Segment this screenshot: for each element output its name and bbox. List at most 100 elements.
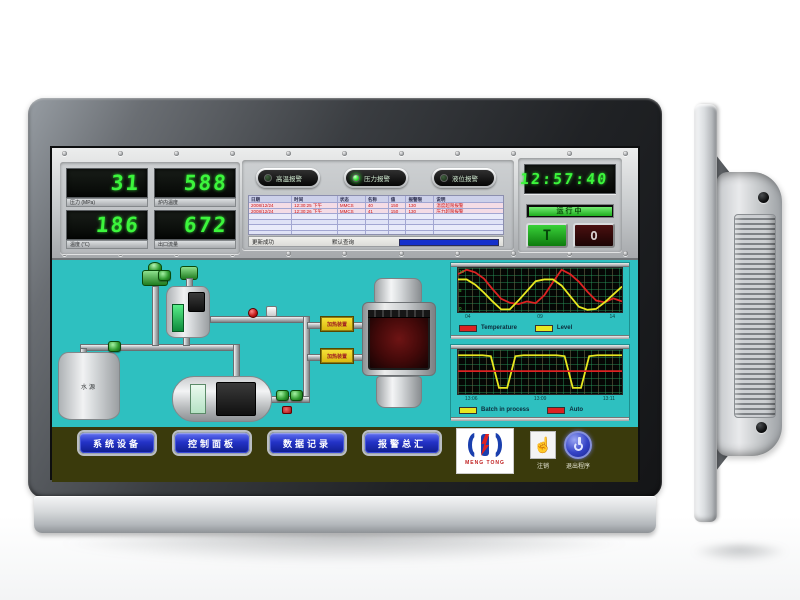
alarm-table-header-row: 日期时间状态名称值报警限说明 bbox=[249, 196, 503, 203]
water-tank-label: 水源 bbox=[80, 384, 97, 391]
screw-icon bbox=[454, 151, 460, 156]
display-1-label: 压力 (MPa) bbox=[66, 198, 148, 207]
alarm-button-label: 液位报警 bbox=[452, 176, 478, 183]
x-tick: 09 bbox=[537, 314, 543, 320]
legend-label-auto: Auto bbox=[569, 407, 584, 413]
alarm-table-empty-row bbox=[249, 225, 503, 231]
alarm-cell: 150 bbox=[389, 208, 407, 213]
chart-frame-strip bbox=[451, 417, 629, 421]
alarm-cell: 130 bbox=[406, 203, 435, 208]
pipe bbox=[233, 344, 240, 378]
start-button[interactable]: T bbox=[526, 223, 568, 248]
screw-icon bbox=[622, 151, 628, 156]
process-mimic-area: 水源 加热装置 加热装置 bbox=[52, 260, 638, 427]
chart-2-legend: Batch in process Auto bbox=[451, 403, 629, 417]
screw-icon bbox=[622, 251, 628, 256]
nav-button-system[interactable]: 系统设备 bbox=[79, 432, 155, 454]
hand-icon: ☝ bbox=[533, 437, 553, 454]
legend-swatch-batch bbox=[459, 406, 477, 414]
exit-program-button[interactable] bbox=[564, 431, 592, 459]
screw-icon bbox=[286, 251, 292, 256]
digital-display-3: 186 bbox=[66, 210, 148, 240]
legend-swatch-level bbox=[534, 324, 553, 332]
start-button-icon: T bbox=[542, 227, 552, 244]
screw-icon bbox=[286, 151, 292, 156]
alarm-cell: 12:30:25 下午 bbox=[292, 203, 338, 208]
digital-display-1: 31 bbox=[66, 168, 148, 198]
legend-label-temperature: Temperature bbox=[481, 325, 517, 331]
hmi-nav-bar: 系统设备 控制面板 数据记录 报警总汇 MENG TONG ☝ 注销 退出程序 bbox=[52, 427, 638, 482]
legend-swatch-auto bbox=[547, 406, 566, 414]
alarm-cell: 12:30:26 下午 bbox=[292, 208, 338, 213]
x-tick: 14 bbox=[609, 314, 615, 320]
y-tick: 5 bbox=[459, 288, 462, 293]
alarm-cell bbox=[292, 219, 338, 224]
alarm-cell bbox=[406, 214, 435, 219]
screw-icon bbox=[118, 151, 124, 156]
trend-chart-temperature-level: 10 5 0 04 09 14 Temperature Level bbox=[450, 262, 630, 339]
nav-button-datalog[interactable]: 数据记录 bbox=[269, 432, 345, 454]
y-tick: 10 bbox=[459, 269, 465, 274]
hmi-touchscreen[interactable]: 31 压力 (MPa) 588 炉内温度 186 温度 (℃) 672 出口流量… bbox=[50, 146, 640, 482]
alarm-button-pressure[interactable]: 压力报警 bbox=[344, 168, 408, 188]
clock-display: 12:57:40 bbox=[519, 164, 616, 194]
pipe bbox=[80, 344, 240, 351]
pipe bbox=[307, 322, 321, 329]
lightning-icon bbox=[480, 434, 490, 456]
status-progress-bar bbox=[399, 239, 499, 246]
alarm-cell: 40 bbox=[366, 203, 389, 208]
instrument-icon bbox=[266, 306, 277, 317]
screw-row-top bbox=[62, 151, 628, 156]
reactor-vent-band bbox=[368, 310, 430, 318]
alarm-column-header: 报警限 bbox=[406, 196, 435, 202]
trend-chart-batch-auto: 13:06 13:09 13:11 Batch in process Auto bbox=[450, 344, 630, 421]
display-2-label: 炉内温度 bbox=[154, 198, 236, 207]
monitor-floor-shadow bbox=[36, 534, 652, 564]
stop-button[interactable]: O bbox=[573, 223, 615, 248]
clock-value: 12:57:40 bbox=[518, 170, 609, 188]
alarm-cell bbox=[389, 214, 407, 219]
x-tick: 13:06 bbox=[465, 396, 478, 402]
alarm-cell bbox=[434, 225, 503, 230]
nav-button-control[interactable]: 控制面板 bbox=[174, 432, 250, 454]
alarm-cell bbox=[292, 225, 338, 230]
alarm-button-label: 压力报警 bbox=[364, 176, 390, 183]
alarm-cell: 150 bbox=[389, 203, 407, 208]
x-tick: 13:09 bbox=[533, 396, 547, 402]
alarm-table-empty-row bbox=[249, 230, 503, 235]
alarm-cell bbox=[389, 225, 407, 230]
alarm-cell bbox=[366, 230, 389, 234]
nav-button-alarms[interactable]: 报警总汇 bbox=[364, 432, 440, 454]
mixing-tank-level-gauge bbox=[172, 304, 184, 332]
logout-button[interactable]: ☝ bbox=[530, 431, 556, 459]
pressure-gauge-icon bbox=[248, 308, 258, 318]
heater-2-label: 加热装置 bbox=[326, 353, 347, 360]
legend-label-batch: Batch in process bbox=[481, 407, 530, 413]
alarm-button-high-temp[interactable]: 高温报警 bbox=[256, 168, 320, 188]
run-status-label: 运行中 bbox=[528, 206, 612, 216]
display-4-label: 出口流量 bbox=[154, 240, 236, 249]
reactor-window bbox=[368, 310, 430, 370]
alarm-cell bbox=[366, 214, 389, 219]
sideview-floor-shadow bbox=[688, 546, 792, 562]
valve-icon bbox=[290, 390, 303, 401]
alarm-cell: 温度超限报警 bbox=[436, 203, 464, 208]
alarm-cell bbox=[338, 230, 366, 234]
screw-icon bbox=[174, 151, 180, 156]
chart-1-plot: 10 5 0 bbox=[457, 267, 623, 313]
display-2-value: 588 bbox=[183, 171, 230, 195]
display-1-value: 31 bbox=[109, 171, 142, 195]
screw-icon bbox=[342, 251, 348, 256]
reactor-bottom-cylinder bbox=[376, 376, 422, 408]
alarm-cell bbox=[434, 231, 503, 235]
screw-icon bbox=[510, 251, 516, 256]
pump-icon bbox=[282, 406, 292, 414]
alarm-cell: 2008/12/24 bbox=[249, 208, 293, 213]
screw-icon bbox=[398, 251, 404, 256]
run-status-indicator: 运行中 bbox=[526, 204, 614, 218]
chart-2-x-ticks: 13:06 13:09 13:11 bbox=[451, 395, 629, 403]
alarm-button-level[interactable]: 液位报警 bbox=[432, 168, 496, 188]
